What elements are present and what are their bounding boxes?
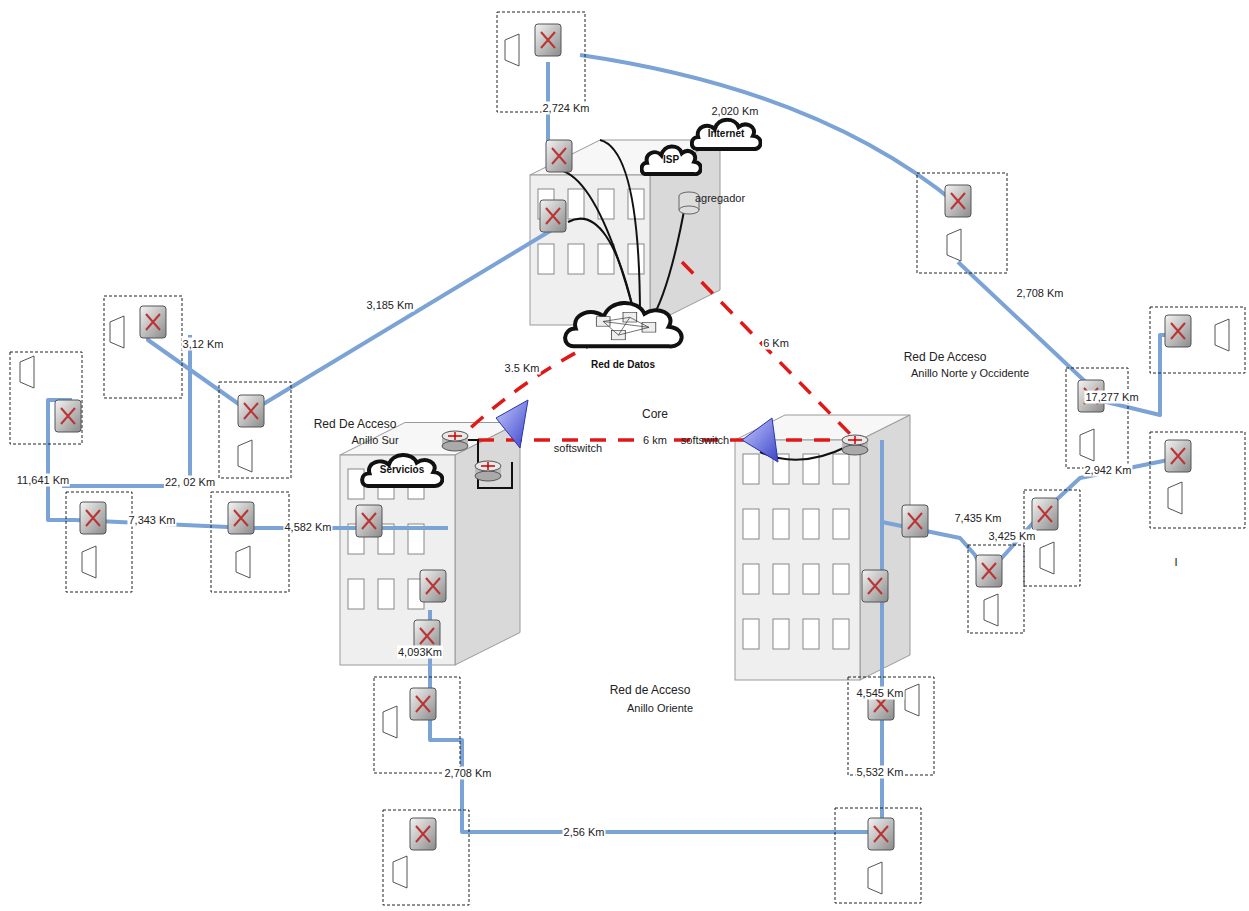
region-label: Core [641, 408, 669, 421]
cloud-label: Servicios [380, 464, 424, 475]
distance-label: 2,020 Km [710, 105, 759, 118]
distance-label: 7,343 Km [127, 514, 176, 527]
distance-label: 3,185 Km [365, 299, 414, 312]
distance-label: 2,708 Km [1015, 287, 1064, 300]
router [475, 461, 501, 481]
equipment-site [968, 545, 1024, 633]
equipment-site [1150, 307, 1245, 373]
region-label: agregador [694, 192, 746, 205]
equipment-site [211, 492, 289, 592]
distance-label: 6 km [642, 434, 668, 447]
distance-label: 4,545 Km [855, 687, 904, 700]
cloud-shape [562, 296, 684, 349]
region-label: I [1173, 556, 1178, 569]
equipment-site [104, 296, 182, 398]
switch [862, 570, 888, 602]
switch [902, 505, 928, 537]
cloud-node: Red de Datos [562, 296, 684, 370]
cloud-node: Servicios [360, 450, 444, 488]
distance-label: 22, 02 Km [164, 476, 216, 489]
equipment-site [1150, 432, 1245, 528]
distance-label: 4,582 Km [283, 521, 332, 534]
building [530, 140, 720, 325]
equipment-site [383, 810, 469, 905]
equipment-site [917, 173, 1007, 273]
cloud-label: Red de Datos [591, 359, 655, 370]
equipment-site [10, 352, 82, 444]
distance-label: 2,56 Km [563, 826, 606, 839]
region-label: softswitch [680, 434, 730, 447]
switch [540, 200, 566, 232]
distance-label: 6 Km [762, 337, 790, 350]
cloud-label: ISP [663, 154, 679, 165]
switch [356, 505, 382, 537]
region-label: Red de Acceso [609, 684, 692, 697]
distance-label: 2,708 Km [443, 767, 492, 780]
region-label: Red De Acceso [313, 418, 398, 431]
equipment-site [219, 382, 291, 478]
distance-label: 7,435 Km [953, 512, 1002, 525]
distance-label: 4,093Km [397, 646, 443, 659]
distance-label: 11,641 Km [16, 474, 70, 487]
cloud-label: Internet [708, 128, 745, 139]
switch [420, 570, 446, 602]
equipment-site [1066, 368, 1128, 468]
region-label: Anillo Sur [350, 434, 399, 447]
distance-label: 3.5 Km [504, 362, 541, 375]
router [842, 435, 868, 455]
switch [546, 140, 572, 172]
distance-label: 5,532 Km [855, 766, 904, 779]
cloud-node: ISP [640, 142, 702, 176]
region-label: Anillo Oriente [626, 702, 694, 715]
equipment-site [835, 808, 921, 903]
cloud-node: Internet [690, 115, 762, 151]
region-label: softswitch [553, 442, 603, 455]
distance-label: 3,425 Km [987, 530, 1036, 543]
distance-label: 2,724 Km [541, 102, 590, 115]
distance-label: 2,942 Km [1083, 464, 1132, 477]
equipment-site [848, 677, 934, 775]
distance-label: 3,12 Km [182, 338, 225, 351]
router [442, 431, 468, 451]
region-label: Red De Acceso [903, 351, 988, 364]
equipment-site [66, 492, 132, 592]
equipment-site [374, 677, 460, 773]
distance-label: 17,277 Km [1084, 391, 1139, 404]
equipment-site [497, 12, 585, 112]
region-label: Anillo Norte y Occidente [910, 367, 1030, 380]
building [340, 423, 520, 666]
